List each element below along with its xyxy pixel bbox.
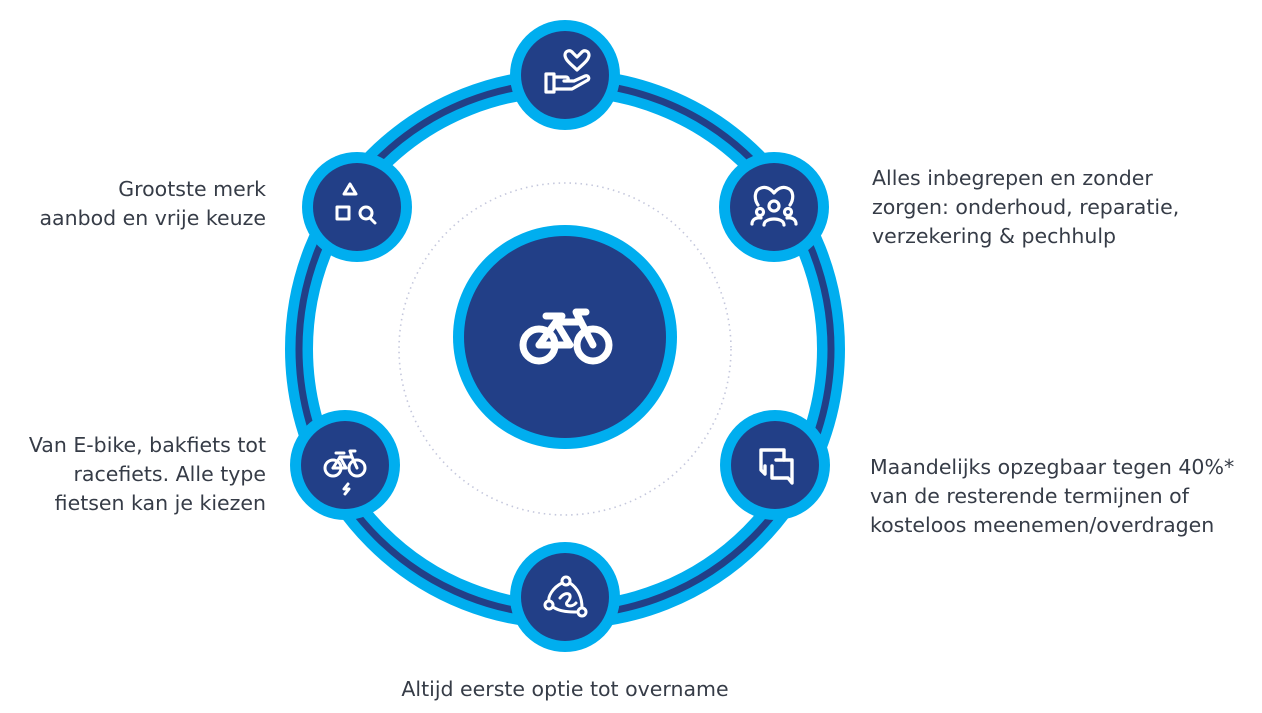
heart-hand-icon	[544, 49, 591, 94]
shapes-search-icon	[335, 182, 377, 225]
center-hub	[453, 225, 677, 449]
feature-node-bottom	[510, 542, 620, 652]
e-bike-icon	[323, 449, 367, 496]
feature-node-top	[510, 20, 620, 130]
people-heart-icon	[750, 185, 798, 227]
bicycle-icon	[519, 308, 613, 365]
label-bottom: Altijd eerste optie tot overname	[401, 677, 729, 701]
label-top-right: Alles inbegrepen en zonder zorgen: onder…	[872, 166, 1180, 248]
feature-node-bottom-right	[720, 410, 830, 520]
feature-node-top-left	[302, 152, 412, 262]
feature-node-top-right	[719, 152, 829, 262]
chat-bubbles-icon	[759, 448, 794, 485]
feature-node-bottom-left	[290, 410, 400, 520]
label-bottom-right: Maandelijks opzegbaar tegen 40%* van de …	[870, 455, 1235, 537]
label-bottom-left: Van E-bike, bakfiets tot racefiets. Alle…	[28, 433, 266, 515]
dotted-guide-circle	[398, 182, 732, 516]
label-top-left: Grootste merk aanbod en vrije keuze	[39, 177, 266, 230]
route-icon	[543, 575, 588, 618]
